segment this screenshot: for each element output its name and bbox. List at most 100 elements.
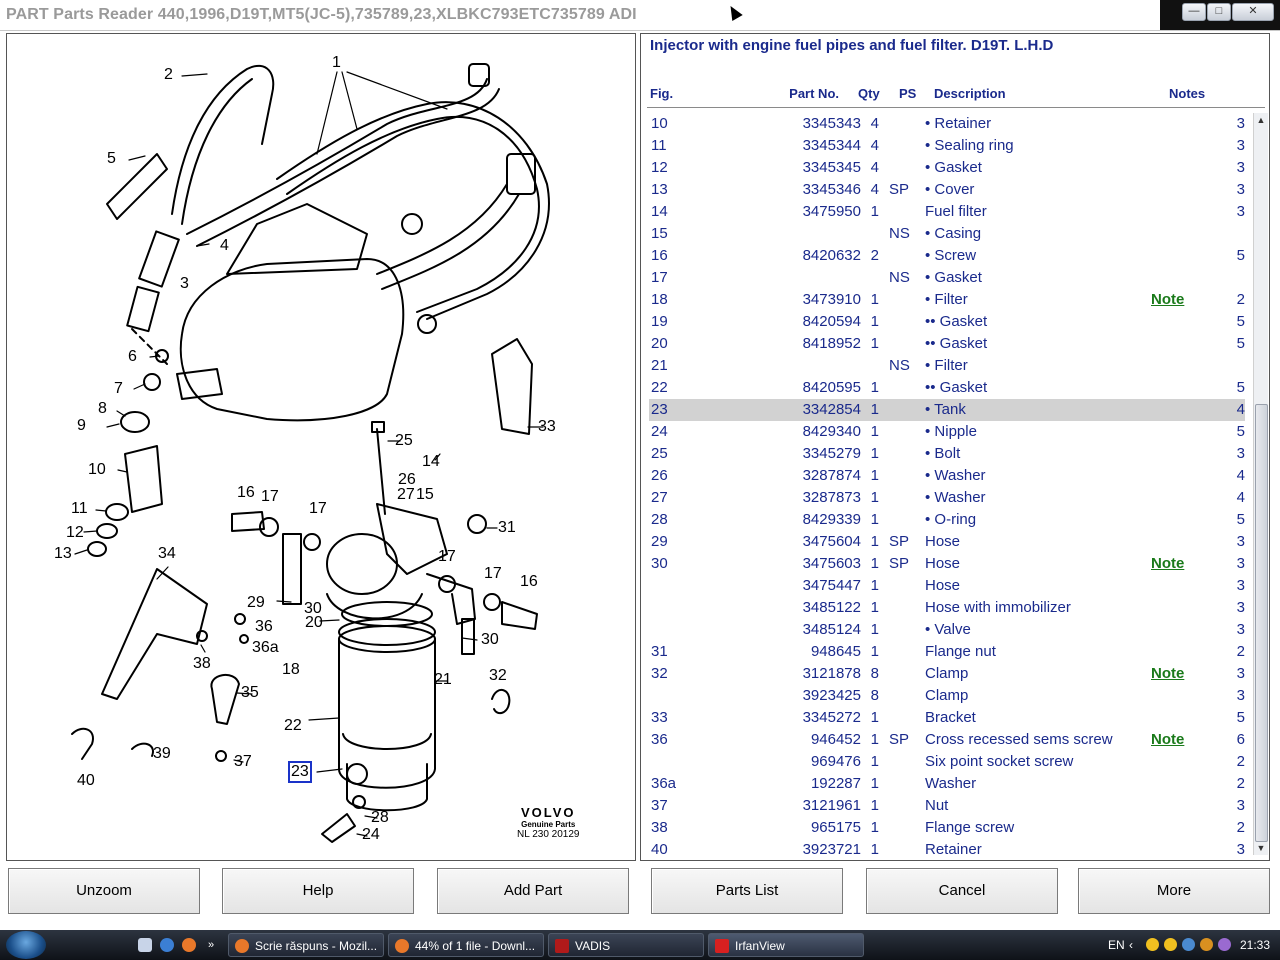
close-button[interactable]: ✕ (1232, 3, 1274, 21)
scrollbar-thumb[interactable] (1255, 404, 1268, 842)
diagram-callout[interactable]: 30 (481, 631, 499, 648)
quicklaunch-overflow-icon[interactable]: » (208, 939, 215, 951)
diagram-callout[interactable]: 27 (397, 486, 415, 503)
diagram-callout[interactable]: 7 (114, 380, 123, 397)
row-note-link[interactable]: Note (1151, 731, 1185, 748)
column-header-description[interactable]: Description (934, 86, 1006, 101)
diagram-callout[interactable]: 31 (498, 519, 516, 536)
diagram-callout[interactable]: 18 (282, 661, 300, 678)
diagram-callout[interactable]: 25 (395, 432, 413, 449)
taskbar-task-active[interactable]: IrfanView (708, 933, 864, 957)
diagram-callout[interactable]: 2 (164, 66, 173, 83)
system-clock[interactable]: 21:33 (1240, 938, 1271, 952)
cancel-button[interactable]: Cancel (866, 868, 1058, 914)
taskbar-task[interactable]: VADIS (548, 933, 704, 957)
diagram-callout[interactable]: 17 (438, 548, 456, 565)
taskbar-task[interactable]: Scrie răspuns - Mozil... (228, 933, 384, 957)
diagram-callout[interactable]: 26 (398, 471, 416, 488)
diagram-callout[interactable]: 34 (158, 545, 176, 562)
more-button[interactable]: More (1078, 868, 1270, 914)
network-tray-icon[interactable] (1182, 938, 1195, 951)
diagram-callout[interactable]: 9 (77, 417, 86, 434)
diagram-callout[interactable]: 40 (77, 772, 95, 789)
diagram-callout[interactable]: 35 (241, 684, 259, 701)
column-header-notes[interactable]: Notes (1169, 86, 1206, 101)
messenger-tray-icon[interactable] (1146, 938, 1159, 951)
diagram-callout[interactable]: 32 (489, 667, 507, 684)
diagram-callout[interactable]: 4 (220, 237, 229, 254)
show-desktop-icon[interactable] (138, 938, 152, 952)
help-button[interactable]: Help (222, 868, 414, 914)
maximize-button[interactable]: □ (1207, 3, 1231, 21)
diagram-callout[interactable]: 5 (107, 150, 116, 167)
column-header-qty[interactable]: Qty (858, 86, 880, 101)
diagram-callout[interactable]: 38 (193, 655, 211, 672)
row-note-link[interactable]: Note (1151, 555, 1185, 572)
diagram-callout[interactable]: 33 (538, 418, 556, 435)
parts-list-button[interactable]: Parts List (651, 868, 843, 914)
security-tray-icon[interactable] (1200, 938, 1213, 951)
diagram-callout[interactable]: 15 (416, 486, 434, 503)
diagram-callout[interactable]: 16 (520, 573, 538, 590)
diagram-callout[interactable]: 24 (362, 826, 380, 843)
taskbar-task[interactable]: 44% of 1 file - Downl... (388, 933, 544, 957)
row-note-link[interactable]: Note (1151, 291, 1185, 308)
diagram-callout[interactable]: 12 (66, 524, 84, 541)
diagram-callout[interactable]: 30 (304, 600, 322, 617)
diagram-callout[interactable]: 16 (237, 484, 255, 501)
minimize-button[interactable]: — (1182, 3, 1206, 21)
diagram-callout[interactable]: 6 (128, 348, 137, 365)
volume-tray-icon[interactable] (1218, 938, 1231, 951)
diagram-callout[interactable]: 13 (54, 545, 72, 562)
add-part-button[interactable]: Add Part (437, 868, 629, 914)
diagram-callout[interactable]: 36 (255, 618, 273, 635)
column-header-ps[interactable]: PS (899, 86, 917, 101)
tray-expand-icon[interactable]: ‹ (1129, 938, 1133, 952)
diagram-callout[interactable]: 11 (71, 500, 88, 517)
diagram-callout[interactable]: 1 (332, 54, 341, 71)
diagram-callout[interactable]: 29 (247, 594, 265, 611)
diagram-callout[interactable]: 17 (484, 565, 502, 582)
row-note-link[interactable]: Note (1151, 665, 1185, 682)
diagram-callout[interactable]: 21 (434, 671, 452, 688)
scroll-up-arrow-icon[interactable]: ▲ (1256, 115, 1266, 125)
diagram-callout[interactable]: 8 (98, 400, 107, 417)
diagram-callout[interactable]: 22 (284, 717, 302, 734)
language-indicator[interactable]: EN (1108, 938, 1125, 952)
exploded-diagram-panel[interactable]: 1 2 3 4 5 6 7 8 9 10 11 12 13 14 15 16 1… (6, 33, 636, 861)
diagram-callout[interactable]: 17 (309, 500, 327, 517)
diagram-callout[interactable]: 37 (234, 753, 252, 770)
diagram-callout[interactable]: 36a (252, 639, 279, 656)
diagram-callout[interactable]: 39 (153, 745, 171, 762)
